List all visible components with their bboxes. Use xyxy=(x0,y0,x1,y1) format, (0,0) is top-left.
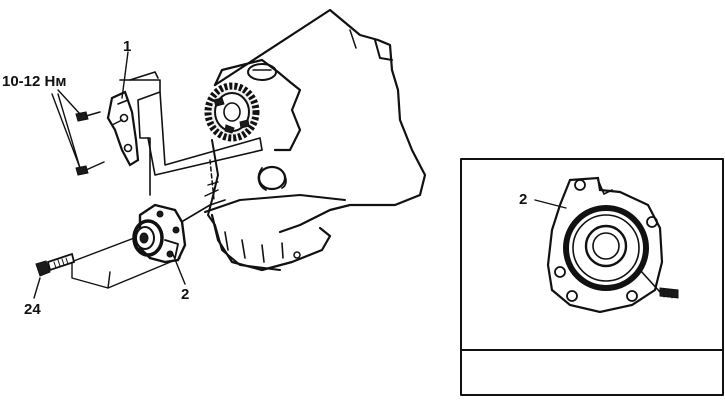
torque-label: 10-12 Нм xyxy=(2,73,66,90)
inset-part-2-label: 2 xyxy=(519,191,527,208)
part-24-label: 24 xyxy=(24,301,41,318)
inset-water-pump-rear-view xyxy=(534,176,679,314)
camshaft-sprocket xyxy=(204,82,260,142)
engine-block xyxy=(204,8,427,272)
alignment-lines xyxy=(49,71,263,289)
inset-panel: 2 xyxy=(460,158,724,396)
part-2-label: 2 xyxy=(181,286,189,303)
part-1-label: 1 xyxy=(123,38,131,55)
pump-bracket-part-1 xyxy=(51,51,140,176)
water-pump-part-2 xyxy=(132,203,187,285)
pump-bolt-part-24 xyxy=(33,252,76,299)
